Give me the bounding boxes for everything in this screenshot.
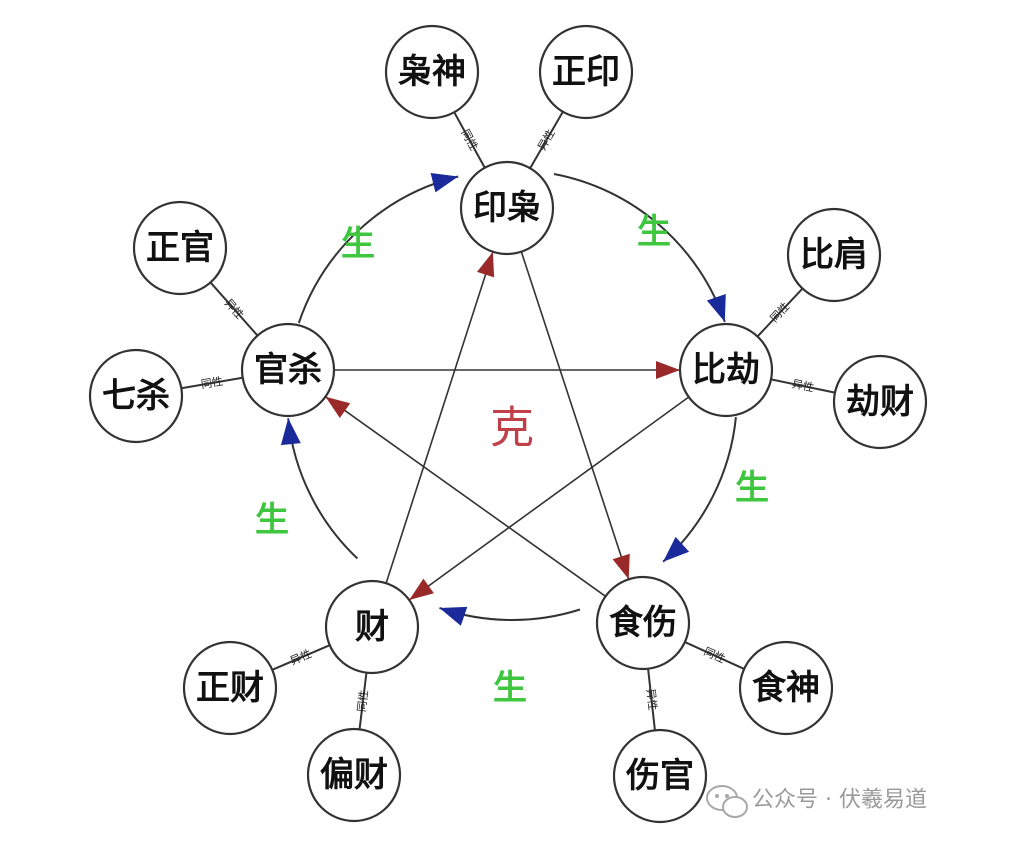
generate-arrow-shishang-cai xyxy=(439,606,468,626)
sub-node-shishen: 食神 xyxy=(738,640,834,736)
relation-label-shangguan: 异性 xyxy=(644,688,660,711)
sub-node-label-xiaoshen: 枭神 xyxy=(398,52,466,92)
node-guansha: 官杀 xyxy=(240,322,336,418)
watermark: 公众号 · 伏羲易道 xyxy=(706,785,927,818)
control-arrow-shishang-guansha xyxy=(325,396,351,418)
sub-node-circle xyxy=(182,640,278,736)
node-label-yinxiao: 印枭 xyxy=(473,188,541,228)
node-label-cai: 财 xyxy=(355,607,389,647)
sub-node-label-zhengcai: 正财 xyxy=(196,668,264,708)
node-label-shishang: 食伤 xyxy=(609,603,677,643)
control-line-bijie-cai xyxy=(408,396,690,601)
sub-node-xiaoshen: 枭神 xyxy=(384,24,480,120)
sub-node-label-zhengguan: 正官 xyxy=(146,228,214,268)
node-circle xyxy=(459,160,555,256)
control-arrow-bijie-cai xyxy=(409,578,434,600)
node-label-bijie: 比劫 xyxy=(692,350,760,390)
node-label-guansha: 官杀 xyxy=(254,350,322,390)
generate-label: 生 xyxy=(255,500,289,540)
relation-link-zhengyin xyxy=(529,111,564,169)
node-circle xyxy=(240,322,336,418)
generate-arrow-bijie-shishang xyxy=(663,536,690,562)
generate-label: 生 xyxy=(493,668,527,708)
control-line-yinxiao-shishang xyxy=(520,251,630,580)
control-line-shishang-guansha xyxy=(324,396,607,597)
wechat-icon xyxy=(706,785,748,818)
sub-node-circle xyxy=(786,207,882,303)
relation-label-jiecai: 异性 xyxy=(791,376,815,394)
sub-node-circle xyxy=(738,640,834,736)
relation-link-zhengcai xyxy=(271,644,331,671)
node-circle xyxy=(324,579,420,675)
sub-node-jiecai: 劫财 xyxy=(832,354,928,450)
relation-link-zhengguan xyxy=(209,281,259,337)
generate-arcs-layer: 生生生生生 xyxy=(255,173,769,708)
sub-node-circle xyxy=(306,727,402,823)
sub-node-label-shangguan: 伤官 xyxy=(625,756,694,796)
sub-node-label-zhengyin: 正印 xyxy=(552,52,620,92)
sub-node-piancai: 偏财 xyxy=(306,727,402,823)
generate-label: 生 xyxy=(637,212,671,252)
generate-label: 生 xyxy=(735,468,769,508)
sub-node-circle xyxy=(384,24,480,120)
control-center-label: 克 xyxy=(490,403,534,454)
sub-node-circle xyxy=(612,728,708,824)
control-arrow-cai-yinxiao xyxy=(477,251,495,278)
node-circle xyxy=(595,575,691,671)
generate-arrow-guansha-yinxiao xyxy=(430,173,459,193)
node-cai: 财 xyxy=(324,579,420,675)
sub-node-label-bijian: 比肩 xyxy=(800,235,868,275)
relation-label-zhengcai: 异性 xyxy=(288,646,314,668)
sub-node-label-shishen: 食神 xyxy=(752,668,820,708)
sub-node-qisha: 七杀 xyxy=(88,348,184,444)
node-bijie: 比劫 xyxy=(678,322,774,418)
relation-label-xiaoshen: 同性 xyxy=(458,127,481,153)
relation-link-xiaoshen xyxy=(453,111,486,169)
relation-label-qisha: 同性 xyxy=(200,374,224,392)
control-arrow-guansha-bijie xyxy=(656,361,680,379)
sub-node-label-piancai: 偏财 xyxy=(320,755,388,795)
sub-node-zhengguan: 正官 xyxy=(132,200,228,296)
relation-link-jiecai xyxy=(770,378,836,394)
control-lines-layer xyxy=(324,251,690,601)
watermark-text: 公众号 · 伏羲易道 xyxy=(752,788,927,813)
generate-label: 生 xyxy=(341,224,375,264)
sub-node-circle xyxy=(832,354,928,450)
relation-label-shishen: 同性 xyxy=(702,644,728,666)
relation-label-zhengyin: 异性 xyxy=(534,127,557,153)
control-line-cai-yinxiao xyxy=(385,251,494,584)
sub-node-circle xyxy=(538,24,634,120)
relation-label-piancai: 同性 xyxy=(354,689,371,713)
sub-node-circle xyxy=(132,200,228,296)
relation-link-piancai xyxy=(358,672,368,730)
node-circle xyxy=(678,322,774,418)
sub-node-zhengcai: 正财 xyxy=(182,640,278,736)
sub-node-bijian: 比肩 xyxy=(786,207,882,303)
generate-arc-bijie-shishang xyxy=(662,417,737,563)
sub-node-shangguan: 伤官 xyxy=(612,728,708,824)
relation-link-qisha xyxy=(181,376,243,390)
relation-link-bijian xyxy=(756,287,804,338)
node-yinxiao: 印枭 xyxy=(459,160,555,256)
generate-arc-guansha-yinxiao xyxy=(297,175,459,324)
sub-node-circle xyxy=(88,348,184,444)
node-shishang: 食伤 xyxy=(595,575,691,671)
relation-link-shishen xyxy=(684,641,745,670)
generate-arc-yinxiao-bijie xyxy=(553,173,726,323)
generate-arrow-yinxiao-bijie xyxy=(706,294,726,322)
relation-link-shangguan xyxy=(647,668,656,731)
generate-arrow-cai-guansha xyxy=(280,418,301,446)
sub-node-zhengyin: 正印 xyxy=(538,24,634,120)
sub-node-label-jiecai: 劫财 xyxy=(846,382,914,422)
sub-node-label-qisha: 七杀 xyxy=(102,376,170,416)
control-arrow-yinxiao-shishang xyxy=(612,553,630,580)
